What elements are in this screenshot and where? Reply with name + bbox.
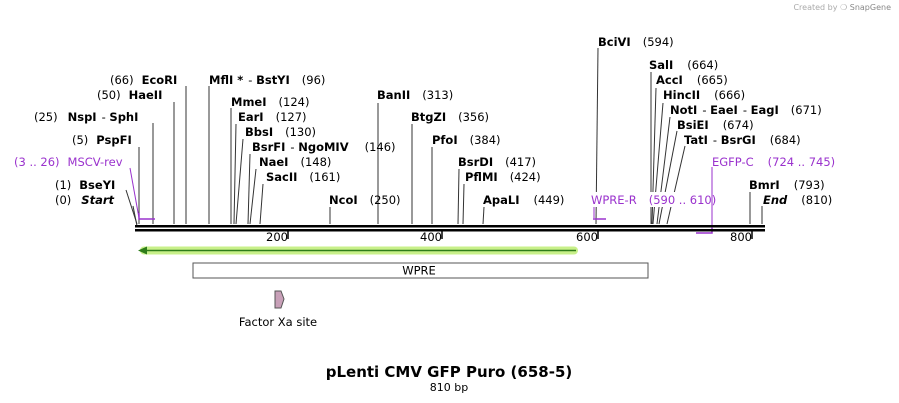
site-label-bsrdi: BsrDI(417)	[458, 155, 536, 169]
site-label-pflmi: PflMI(424)	[465, 170, 541, 184]
feature-factor-xa: Factor Xa site	[239, 290, 317, 329]
site-line-noti	[656, 116, 671, 225]
site-line-apali	[482, 206, 485, 225]
site-label-pspfi: (5)PspFI	[72, 133, 132, 147]
site-line-naei	[249, 168, 257, 225]
site-line-bbsi	[235, 138, 244, 225]
site-label-bbsi: BbsI(130)	[245, 125, 316, 139]
dna-backbone	[135, 225, 765, 232]
primer-marks	[129, 167, 713, 234]
backbone-bottom-strand	[135, 229, 765, 232]
site-label-naei: NaeI(148)	[259, 155, 331, 169]
plasmid-name: pLenti CMV GFP Puro (658-5)	[326, 363, 573, 381]
scale-label-200: 200	[266, 230, 288, 244]
primer-label-mscv-rev: (3 .. 26)MSCV-rev	[14, 155, 123, 169]
site-label-haeii: (50)HaeII	[97, 88, 162, 102]
site-line-tati	[666, 145, 686, 225]
scale-ruler	[287, 231, 753, 239]
site-line-bsrfi	[247, 153, 251, 225]
primer-label-egfp-c: EGFP-C(724 .. 745)	[712, 155, 835, 169]
site-label-tati: TatI- BsrGI(684)	[684, 133, 801, 147]
feature-wpre-label: WPRE	[402, 264, 436, 278]
feature-wpre: WPRE	[192, 262, 649, 279]
primer-labels: (3 .. 26)MSCV-rev WPRE-R(590 .. 610) EGF…	[14, 155, 835, 207]
site-label-mfli: MflI *- BstYI(96)	[209, 73, 325, 87]
site-label-acci: AccI(665)	[656, 73, 728, 87]
primer-line-mscv-rev	[129, 167, 140, 219]
primer-wpre-r-label-bg	[588, 192, 693, 207]
primer-arrow-mscv-rev	[138, 213, 155, 220]
site-label-ecori: (66)EcoRI	[110, 73, 177, 87]
site-line-pflmi	[462, 183, 465, 225]
site-line-bseyi	[125, 189, 138, 225]
site-line-sacii	[259, 183, 264, 225]
site-label-noti: NotI- EaeI- EagI(671)	[670, 103, 822, 117]
map-title: pLenti CMV GFP Puro (658-5) 810 bp	[326, 363, 573, 394]
site-label-nspi: (25)NspI- SphI	[34, 110, 138, 124]
site-label-banii: BanII(313)	[377, 88, 453, 102]
site-label-end: End(810)	[763, 193, 832, 207]
site-label-btgzi: BtgZI(356)	[411, 110, 489, 124]
snapgene-logo-icon: ❍	[840, 3, 848, 12]
site-label-mmei: MmeI(124)	[231, 95, 309, 109]
site-label-ncoi: NcoI(250)	[329, 193, 401, 207]
orf-arrow	[138, 246, 578, 255]
credit-prefix: Created by	[793, 3, 838, 12]
site-label-bcivi: BciVI(594)	[598, 35, 674, 49]
scale-labels: 200 400 600 800	[266, 230, 752, 244]
site-label-eari: EarI(127)	[238, 110, 307, 124]
primer-label-wpre-r: WPRE-R(590 .. 610)	[591, 193, 716, 207]
scale-label-800: 800	[730, 230, 752, 244]
site-line-eari	[233, 123, 237, 225]
factor-xa-arrow-icon	[274, 290, 285, 309]
feature-wpre-box	[192, 262, 649, 279]
credit-brand: SnapGene	[849, 3, 891, 12]
site-labels: (0)Start (1)BseYI (5)PspFI (25)NspI- Sph…	[34, 35, 832, 207]
site-label-sali: SalI(664)	[649, 58, 718, 72]
site-label-bsiei: BsiEI(674)	[677, 118, 754, 132]
plasmid-length: 810 bp	[430, 381, 468, 394]
site-label-start: (0)Start	[55, 193, 115, 207]
orf-arrowhead	[138, 246, 147, 255]
site-label-hincii: HincII(666)	[663, 88, 745, 102]
site-label-sacii: SacII(161)	[266, 170, 340, 184]
feature-factor-xa-label: Factor Xa site	[239, 315, 317, 329]
snapgene-credit: Created by ❍ SnapGene	[793, 3, 891, 12]
backbone-top-strand	[135, 225, 765, 228]
site-label-pfoi: PfoI(384)	[432, 133, 501, 147]
scale-label-400: 400	[420, 230, 442, 244]
scale-label-600: 600	[576, 230, 598, 244]
site-label-bsrfi: BsrFI- NgoMIV(146)	[252, 140, 396, 154]
site-label-bmri: BmrI(793)	[749, 178, 825, 192]
site-line-bsrdi	[457, 168, 460, 225]
site-label-bseyi: (1)BseYI	[55, 178, 115, 192]
site-line-bsiei	[658, 130, 678, 225]
site-label-apali: ApaLI(449)	[483, 193, 564, 207]
